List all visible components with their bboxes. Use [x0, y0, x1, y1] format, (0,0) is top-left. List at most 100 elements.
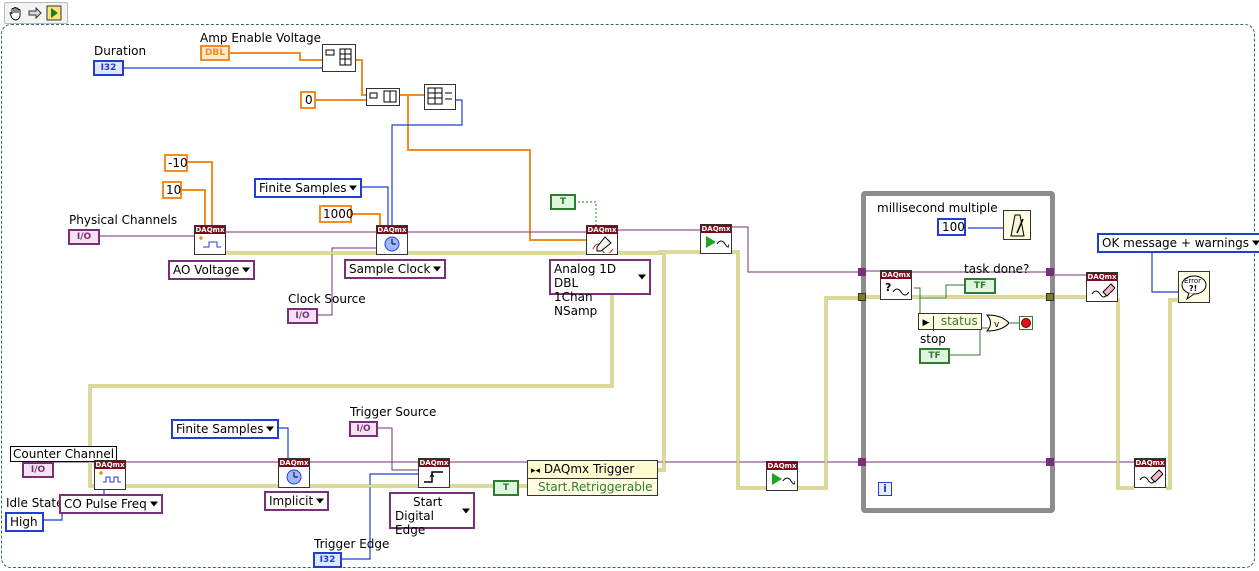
daqmx-header: DAQmx	[279, 459, 309, 467]
toolbar	[4, 2, 68, 24]
stop-indicator[interactable]: TF	[919, 348, 950, 364]
orange-wires	[182, 52, 586, 241]
property-node-header: ▸◂ DAQmx Trigger	[528, 461, 657, 479]
finite-samples-co-ring[interactable]: Finite Samples	[171, 419, 280, 439]
co-pulse-freq-ring[interactable]: CO Pulse Freq	[59, 494, 163, 514]
dropdown-arrow-icon	[349, 185, 358, 191]
daqmx-clear-task-co[interactable]: DAQmx	[1134, 458, 1166, 488]
waveform-build-node[interactable]	[424, 84, 456, 110]
hand-icon[interactable]	[8, 5, 24, 21]
daqmx-create-channel-co[interactable]: DAQmx	[94, 460, 126, 490]
metronome-icon	[1010, 214, 1025, 237]
task-done-indicator[interactable]: TF	[964, 278, 996, 294]
or-gate-icon: v	[985, 314, 1010, 332]
unbundle-status-node[interactable]: ▶ status	[918, 313, 982, 331]
build-array-node[interactable]	[366, 88, 400, 106]
trigger-edge-terminal[interactable]: I32	[313, 552, 342, 568]
amp-enable-voltage-terminal[interactable]: DBL	[200, 45, 230, 61]
clear-task-eraser-icon	[1087, 281, 1117, 301]
trigger-source-label: Trigger Source	[350, 405, 437, 419]
daqmx-trigger[interactable]: DAQmx	[418, 458, 450, 488]
dbl-text: DBL	[204, 48, 226, 58]
error-in-tunnel	[858, 293, 866, 301]
wait-ms-node[interactable]	[1003, 210, 1031, 240]
clock-source-terminal[interactable]: I/O	[287, 308, 318, 324]
ok-message-ring[interactable]: OK message + warnings	[1097, 233, 1259, 253]
status-element: status	[940, 314, 978, 328]
i32-text: I32	[319, 555, 336, 565]
implicit-ring[interactable]: Implicit	[264, 491, 330, 511]
simple-error-handler[interactable]: Error?!	[1178, 271, 1210, 303]
daqmx-header: DAQmx	[95, 461, 125, 469]
dropdown-arrow-icon	[149, 501, 158, 507]
loop-iteration-terminal: i	[878, 482, 892, 496]
dropdown-arrow-icon	[266, 426, 275, 432]
trigger-edge-icon	[419, 467, 449, 487]
task-out-tunnel	[1046, 268, 1054, 276]
thousand-constant[interactable]: 1000	[319, 205, 354, 223]
tf-text: TF	[928, 351, 941, 361]
finite-samples-ai-ring[interactable]: Finite Samples	[254, 178, 363, 198]
arrow-icon[interactable]	[27, 5, 43, 21]
daqmx-is-task-done[interactable]: DAQmx?	[880, 270, 912, 300]
task-in-tunnel	[858, 268, 866, 276]
daqmx-header: DAQmx	[1135, 459, 1165, 467]
neg-ten-constant[interactable]: -10	[164, 154, 188, 172]
daqmx-create-channel-ao[interactable]: DAQmx	[194, 225, 226, 255]
ao-voltage-ring[interactable]: AO Voltage	[168, 260, 256, 280]
io-text: I/O	[295, 311, 310, 321]
trigger-source-terminal[interactable]: I/O	[349, 421, 378, 437]
ring-text-line1: Start	[413, 495, 443, 509]
true-constant[interactable]: T	[550, 194, 576, 210]
ring-text: Finite Samples	[176, 422, 264, 436]
dropdown-arrow-icon	[242, 267, 251, 273]
start-retriggerable-property[interactable]: Start.Retriggerable	[538, 480, 653, 494]
duration-label: Duration	[94, 44, 147, 58]
millisecond-multiple-label: millisecond multiple	[877, 201, 998, 215]
run-icon[interactable]	[46, 5, 62, 21]
ring-text: AO Voltage	[173, 263, 240, 277]
zero-constant[interactable]: 0	[300, 91, 316, 109]
daqmx-timing-co[interactable]: DAQmx	[278, 458, 310, 488]
co-task-out-tunnel	[1046, 458, 1054, 466]
daqmx-start-co[interactable]: DAQmx	[766, 461, 798, 491]
while-loop[interactable]	[861, 191, 1055, 513]
daqmx-timing-ai[interactable]: DAQmx	[376, 225, 408, 255]
ten-constant[interactable]: 10	[162, 181, 182, 199]
or-gate[interactable]: v	[985, 314, 1010, 332]
high-constant[interactable]: High	[5, 512, 44, 532]
daqmx-trigger-property-node[interactable]: ▸◂ DAQmx Trigger Start.Retriggerable	[527, 460, 658, 496]
daqmx-clear-task-ao[interactable]: DAQmx	[1086, 272, 1118, 302]
daqmx-header: DAQmx	[419, 459, 449, 467]
blue-wires	[38, 67, 1178, 560]
ring-text: Implicit	[269, 494, 314, 508]
daqmx-header: DAQmx	[195, 226, 225, 234]
duration-terminal[interactable]: I32	[93, 60, 124, 76]
physical-channels-terminal[interactable]: I/O	[68, 229, 100, 245]
clear-task-eraser-icon	[1135, 467, 1165, 487]
daqmx-start-ao[interactable]: DAQmx	[700, 224, 732, 254]
loop-stop-terminal[interactable]	[1019, 316, 1033, 330]
error-out-tunnel	[1046, 293, 1054, 301]
error-handler-icon: Error?!	[1181, 275, 1207, 301]
sample-clock-ring[interactable]: Sample Clock	[344, 259, 447, 279]
ring-text: Finite Samples	[259, 181, 347, 195]
io-text: I/O	[356, 424, 371, 434]
trigger-edge-label: Trigger Edge	[314, 537, 390, 551]
create-counter-channel-icon	[95, 469, 125, 489]
dropdown-arrow-icon	[316, 498, 325, 504]
create-channel-icon	[195, 234, 225, 254]
unbundle-icon: ▶	[919, 316, 934, 331]
initialize-array-icon	[325, 48, 352, 66]
daqmx-write[interactable]: DAQmx	[586, 225, 618, 255]
counter-channel-terminal[interactable]: I/O	[22, 462, 54, 478]
ring-text-line2: 1Chan NSamp	[554, 290, 598, 318]
initialize-array-node[interactable]	[322, 44, 356, 72]
timing-clock-icon	[377, 234, 407, 254]
dropdown-arrow-icon	[638, 274, 646, 280]
svg-text:Error: Error	[1184, 277, 1201, 285]
true-constant-retrigger[interactable]: T	[493, 480, 519, 496]
hundred-constant[interactable]: 100	[937, 218, 966, 236]
